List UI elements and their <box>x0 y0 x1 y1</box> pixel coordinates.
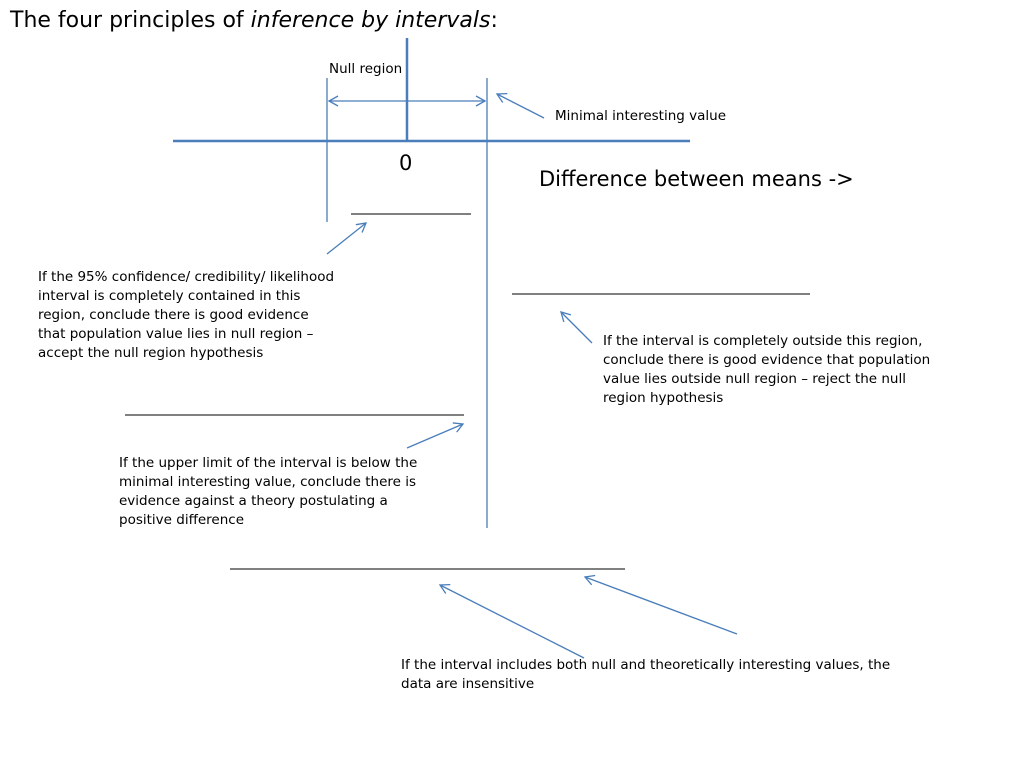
principle-below-minimal: If the upper limit of the interval is be… <box>119 455 418 528</box>
arrow-insensitive-right <box>583 574 738 635</box>
title-suffix: : <box>490 8 498 33</box>
title-emphasis: inference by intervals <box>250 8 491 33</box>
minimal-value-arrow <box>495 92 545 119</box>
page-title: The four principles of inference by inte… <box>10 6 498 36</box>
zero-label: 0 <box>399 151 413 175</box>
principle-accept-null: If the 95% confidence/ credibility/ like… <box>38 269 335 361</box>
arrow-below-minimal <box>406 422 465 449</box>
arrow-insensitive-left <box>438 583 585 659</box>
minimal-value-label: Minimal interesting value <box>555 108 727 124</box>
null-region-label: Null region <box>329 61 403 77</box>
axis-label: Difference between means -> <box>539 167 854 191</box>
arrow-accept-null <box>326 222 368 255</box>
arrow-reject-null <box>560 311 593 344</box>
principle-insensitive: If the interval includes both null and t… <box>401 657 891 692</box>
title-prefix: The four principles of <box>10 8 251 33</box>
principle-reject-null: If the interval is completely outside th… <box>603 333 931 406</box>
